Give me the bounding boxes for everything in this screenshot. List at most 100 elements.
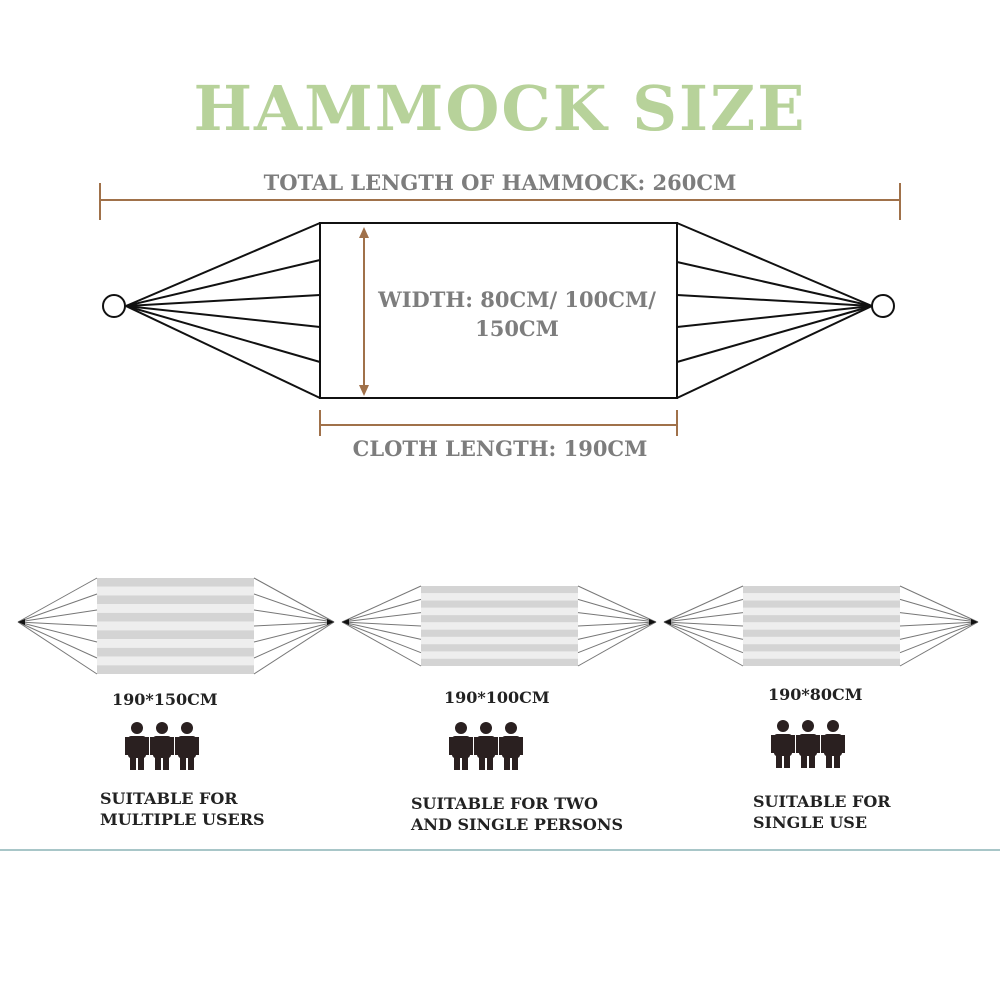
mini-hammock-stripe bbox=[743, 586, 900, 594]
mini-hammock-string bbox=[17, 621, 98, 659]
size-label-3: 190*80CM bbox=[768, 685, 863, 704]
person-icon bbox=[150, 722, 174, 770]
mini-hammock-stripe bbox=[97, 586, 254, 596]
mini-hammock-stripe bbox=[97, 604, 254, 613]
mini-hammock-stripe bbox=[421, 651, 578, 659]
mini-hammock-string bbox=[17, 609, 98, 623]
mini-hammock-stripe bbox=[421, 644, 578, 652]
person-icon bbox=[449, 722, 473, 770]
mini-hammock-string bbox=[899, 612, 979, 623]
total-length-label: TOTAL LENGTH OF HAMMOCK: 260CM bbox=[263, 170, 737, 195]
size-label-1: 190*150CM bbox=[112, 690, 218, 709]
mini-hammock-string bbox=[577, 598, 657, 623]
size-label-2: 190*100CM bbox=[444, 688, 550, 707]
mini-hammock-stripe bbox=[97, 647, 254, 657]
mini-hammock-stripe bbox=[97, 595, 254, 605]
mini-hammock-knot-icon bbox=[342, 619, 349, 625]
mini-hammock-knot-icon bbox=[664, 619, 671, 625]
mini-hammock-string bbox=[663, 621, 744, 667]
mini-hammock-string bbox=[253, 621, 335, 627]
mini-hammock-stripe bbox=[743, 607, 900, 616]
size-desc-3-line1: SUITABLE FOR bbox=[753, 792, 891, 811]
mini-hammock-stripe bbox=[743, 651, 900, 659]
person-icon bbox=[821, 720, 845, 768]
size-desc-1-line2: MULTIPLE USERS bbox=[100, 810, 265, 829]
mini-hammock-stripe bbox=[743, 629, 900, 637]
right-ring-icon bbox=[871, 294, 895, 318]
mini-hammock-stripe bbox=[421, 622, 578, 630]
person-icon bbox=[125, 722, 149, 770]
mini-hammock-string bbox=[899, 585, 979, 623]
mini-hammock-stripe bbox=[97, 612, 254, 622]
hammock-cloth bbox=[319, 222, 678, 399]
mini-hammock-string bbox=[577, 621, 657, 667]
people-group-2 bbox=[449, 722, 523, 770]
person-icon bbox=[474, 722, 498, 770]
person-icon bbox=[499, 722, 523, 770]
mini-hammock-stripe bbox=[743, 615, 900, 623]
left-strings bbox=[125, 222, 321, 399]
mini-hammock-string bbox=[17, 621, 98, 643]
size-desc-1-line1: SUITABLE FOR bbox=[100, 789, 238, 808]
mini-hammock-string bbox=[253, 621, 335, 659]
size-desc-2-line2: AND SINGLE PERSONS bbox=[411, 815, 624, 834]
mini-hammock-string bbox=[341, 585, 422, 623]
mini-hammock-string bbox=[341, 621, 422, 627]
mini-hammock-stripe bbox=[421, 593, 578, 601]
mini-hammock-knot-icon bbox=[327, 619, 334, 625]
page-title: HAMMOCK SIZE bbox=[193, 72, 807, 145]
right-strings bbox=[676, 222, 873, 399]
mini-hammock-stripe bbox=[421, 629, 578, 637]
mini-hammock-stripe bbox=[421, 658, 578, 666]
mini-hammock-stripe bbox=[743, 600, 900, 608]
mini-hammock-string bbox=[253, 621, 335, 675]
size-desc-3-line2: SINGLE USE bbox=[753, 813, 868, 832]
mini-hammock-string bbox=[17, 577, 98, 623]
mini-hammock-stripe bbox=[97, 665, 254, 674]
cloth-length-label: CLOTH LENGTH: 190CM bbox=[352, 436, 648, 461]
mini-hammock-knot-icon bbox=[649, 619, 656, 625]
mini-hammock-string bbox=[253, 593, 335, 623]
mini-hammock-stripe bbox=[743, 658, 900, 666]
mini-hammock-stripe bbox=[421, 615, 578, 623]
mini-hammock-string bbox=[341, 621, 422, 640]
mini-hammock-string bbox=[663, 621, 744, 640]
mini-hammock-stripe bbox=[97, 639, 254, 648]
width-label-line2: 150CM bbox=[475, 316, 559, 341]
mini-hammock-knot-icon bbox=[971, 619, 978, 625]
mini-hammock-string bbox=[17, 593, 98, 623]
width-label-line1: WIDTH: 80CM/ 100CM/ bbox=[378, 287, 656, 312]
cloth-length-dimension bbox=[319, 410, 678, 436]
people-groups bbox=[125, 720, 845, 770]
mini-hammock-stripe bbox=[97, 630, 254, 640]
mini-hammock-string bbox=[577, 612, 657, 623]
mini-hammock-stripe bbox=[421, 600, 578, 608]
mini-hammock-stripe bbox=[743, 636, 900, 645]
mini-hammock-string bbox=[663, 585, 744, 623]
mini-hammock-string bbox=[663, 598, 744, 623]
mini-hammock-string bbox=[341, 612, 422, 623]
mini-hammock-string bbox=[341, 621, 422, 654]
mini-hammock-stripe bbox=[97, 621, 254, 631]
mini-hammock-string bbox=[253, 577, 335, 623]
mini-hammock-string bbox=[577, 621, 657, 654]
mini-hammock-string bbox=[899, 598, 979, 623]
size-desc-2: SUITABLE FOR TWO AND SINGLE PERSONS bbox=[411, 793, 623, 835]
mini-hammock-stripe bbox=[743, 622, 900, 630]
mini-hammock-3 bbox=[663, 585, 979, 667]
mini-hammock-stripe bbox=[743, 593, 900, 601]
person-icon bbox=[771, 720, 795, 768]
mini-hammock-string bbox=[899, 621, 979, 627]
mini-hammock-stripe bbox=[97, 656, 254, 666]
mini-hammock-stripe bbox=[97, 578, 254, 587]
mini-hammock-string bbox=[899, 621, 979, 654]
mini-hammocks bbox=[17, 577, 979, 675]
mini-hammock-string bbox=[253, 621, 335, 643]
mini-hammock-string bbox=[577, 621, 657, 640]
mini-hammock-string bbox=[17, 621, 98, 675]
person-icon bbox=[175, 722, 199, 770]
mini-hammock-stripe bbox=[421, 607, 578, 616]
left-ring-icon bbox=[102, 294, 126, 318]
width-arrow bbox=[359, 227, 369, 396]
